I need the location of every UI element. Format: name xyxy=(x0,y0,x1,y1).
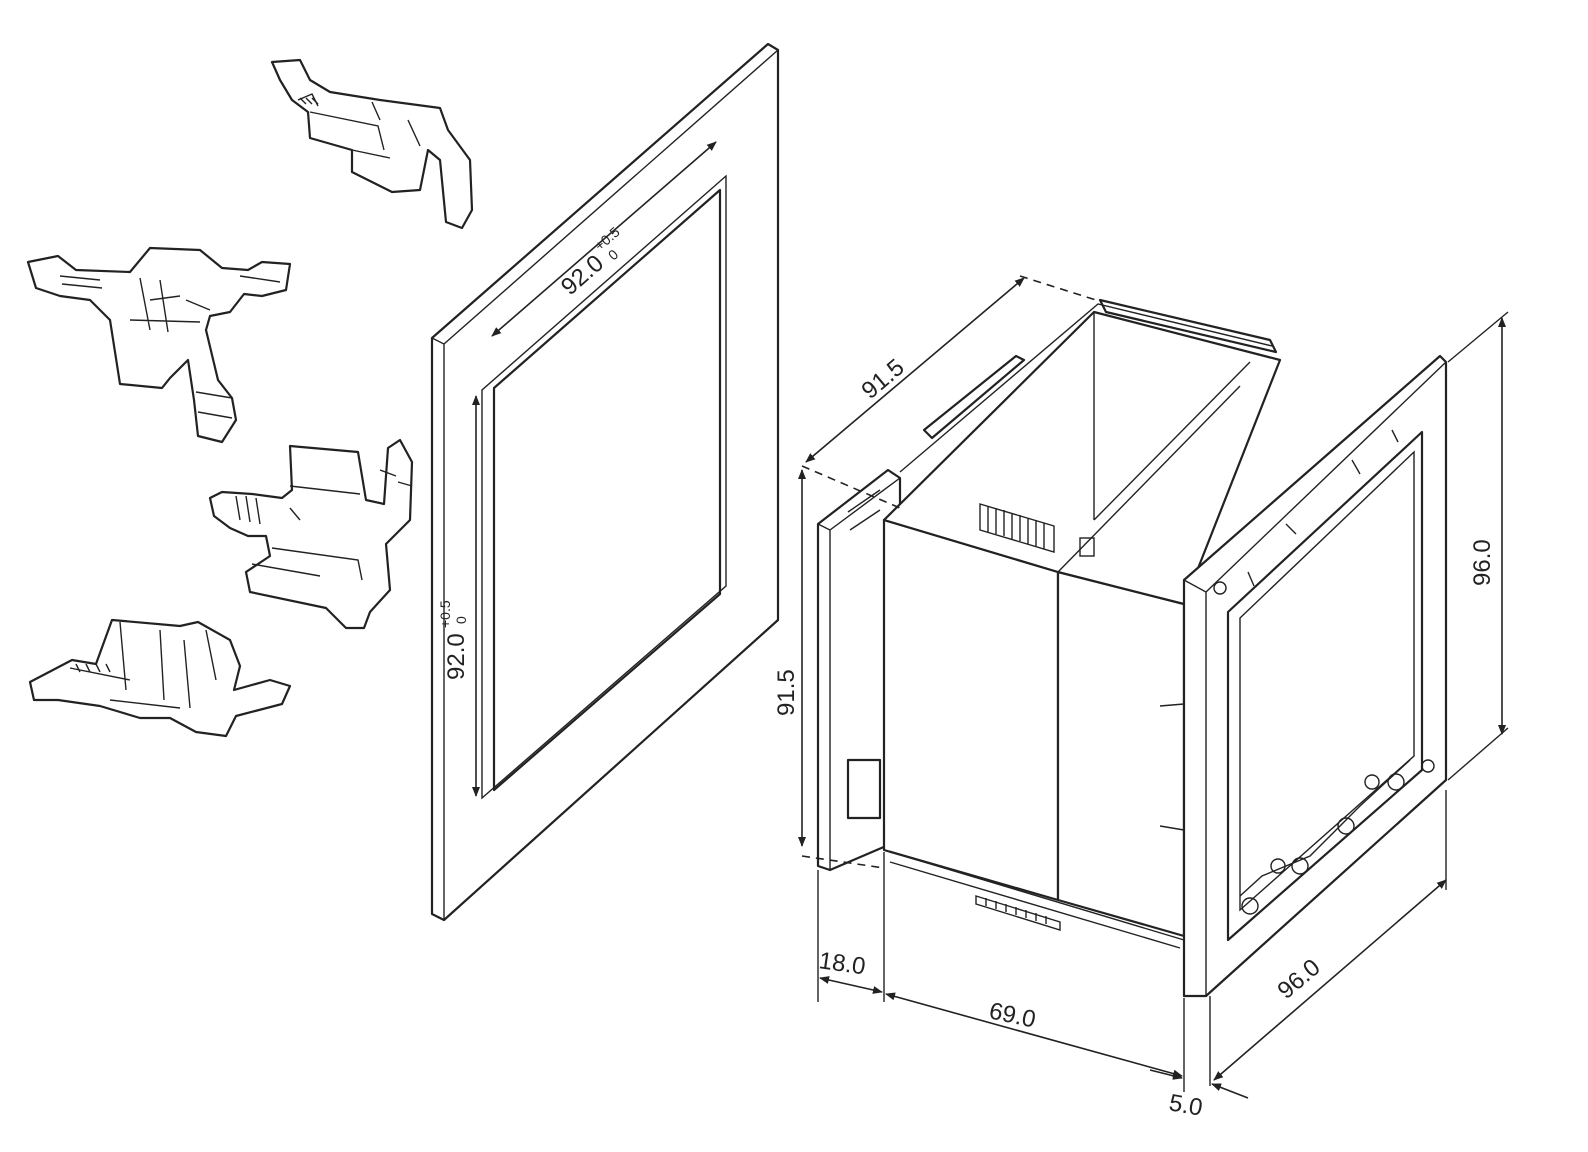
cutout-height-label: 92.0 +0.5 0 xyxy=(437,600,470,680)
cutout-width-dimension-line xyxy=(491,141,717,337)
top-latch-window xyxy=(1079,537,1095,557)
mounting-clip-2 xyxy=(26,246,292,444)
mounting-clip-4 xyxy=(28,618,292,738)
front-width-value: 96.0 xyxy=(1273,954,1326,1005)
bezel-thickness-arrow-right xyxy=(1211,1083,1249,1099)
front-height-value: 96.0 xyxy=(1469,539,1496,586)
cutout-height-value: 92.0 xyxy=(443,633,470,680)
case-length-value: 69.0 xyxy=(987,997,1038,1033)
body-height-value: 91.5 xyxy=(773,669,800,716)
body-depth-dimension-line xyxy=(805,277,1025,463)
front-height-extension-top xyxy=(1447,311,1509,363)
bezel-screw-hole-top xyxy=(1213,581,1227,595)
rear-connector-tab xyxy=(846,758,882,820)
mounting-clip-1 xyxy=(270,58,474,230)
panel-cutout xyxy=(430,42,780,922)
rear-terminal-dimension-line xyxy=(819,976,883,994)
depth-extension-left xyxy=(801,465,901,509)
depth-extension-right xyxy=(1019,275,1097,301)
front-height-extension-bottom xyxy=(1447,727,1509,781)
case-length-dimension-line xyxy=(885,992,1183,1078)
top-rail-right xyxy=(1098,298,1278,354)
bezel-thickness-value: 5.0 xyxy=(1167,1089,1205,1121)
grip-serration-top xyxy=(979,503,1055,553)
cutout-height-tol-lower: 0 xyxy=(453,616,469,624)
instrument-body xyxy=(816,298,1448,998)
bezel-screw-hole-bottom xyxy=(1421,759,1435,773)
mounting-clip-3 xyxy=(208,438,414,630)
cutout-height-tol-upper: +0.5 xyxy=(437,600,453,628)
front-width-dimension-line xyxy=(1213,879,1447,1081)
grip-serration-bottom xyxy=(975,895,1061,931)
bezel-thickness-arrow-left xyxy=(1149,1069,1183,1080)
bezel-display-window xyxy=(1226,430,1424,942)
rear-terminal-value: 18.0 xyxy=(817,947,867,980)
